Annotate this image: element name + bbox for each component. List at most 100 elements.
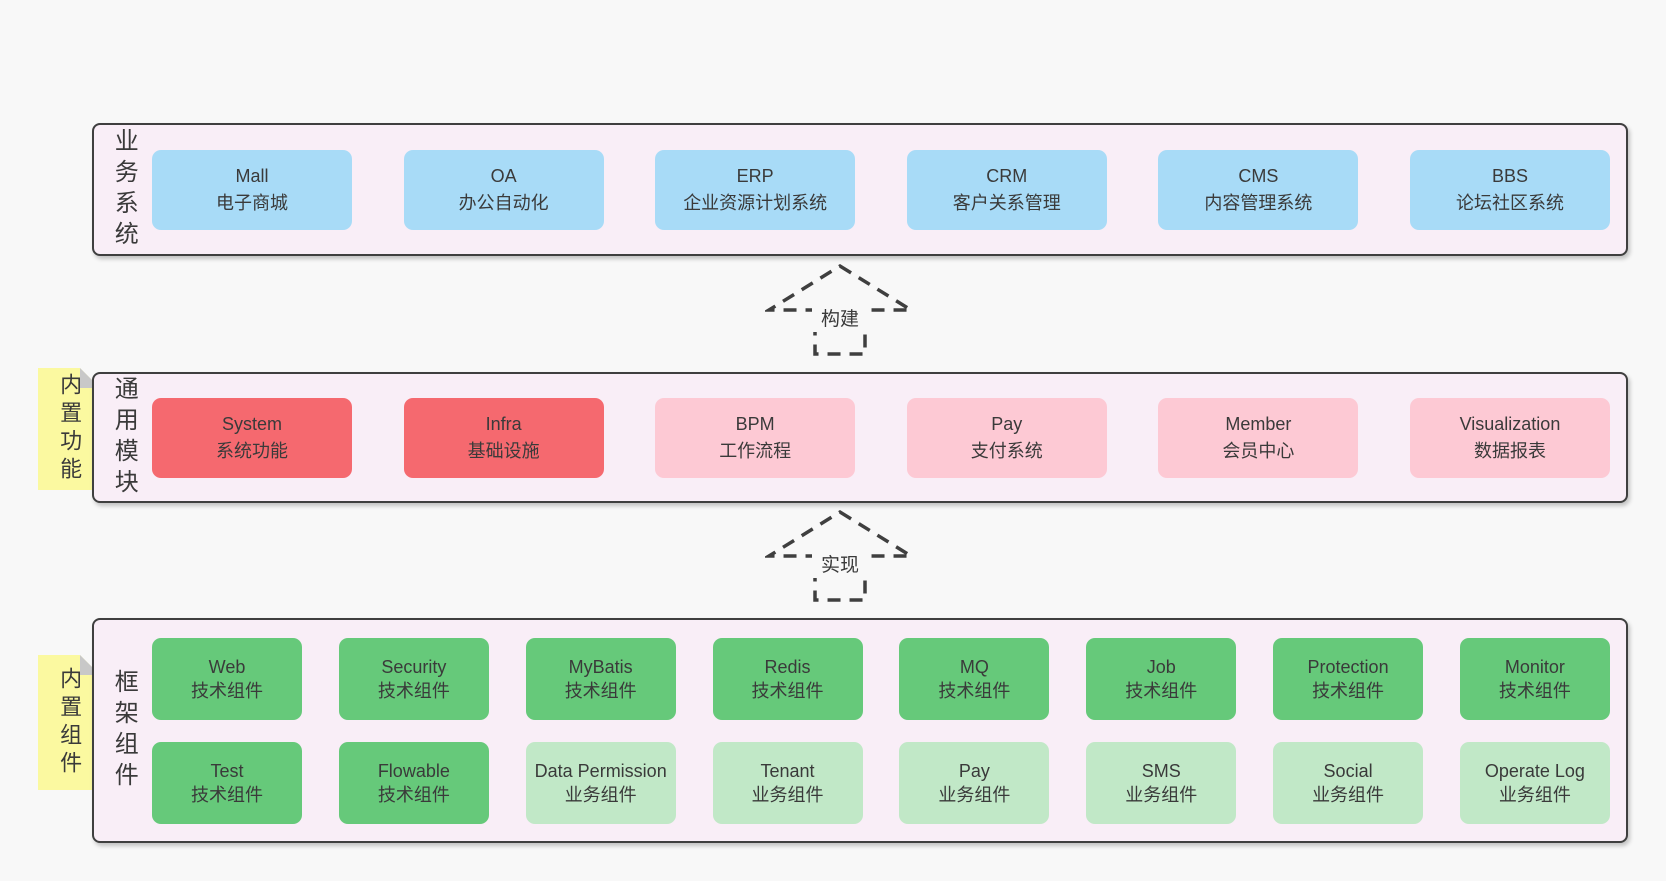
dashed-up-arrow-icon: 构建: [765, 263, 915, 356]
box-bbs: BBS 论坛社区系统: [1409, 149, 1610, 230]
box-oa: OA 办公自动化: [403, 149, 604, 230]
box-subtitle: 技术组件: [1312, 680, 1385, 701]
box-operate-log: Operate Log 业务组件: [1459, 741, 1610, 824]
arrow-label: 构建: [821, 308, 859, 330]
box-subtitle: 支付系统: [970, 440, 1043, 461]
box-subtitle: 业务组件: [1125, 784, 1198, 805]
box-subtitle: 业务组件: [1498, 784, 1571, 805]
box-subtitle: 业务组件: [938, 784, 1011, 805]
arrow-build: 构建: [765, 262, 915, 358]
box-subtitle: 技术组件: [564, 680, 637, 701]
box-row: System 系统功能 Infra 基础设施 BPM 工作流程 Pay 支付系统 Member 会…: [152, 374, 1626, 501]
box-title: Mall: [235, 165, 269, 186]
box-member: Member 会员中心: [1158, 397, 1359, 478]
box-subtitle: 技术组件: [377, 784, 450, 805]
box-title: Pay: [958, 760, 990, 781]
box-bpm: BPM 工作流程: [655, 397, 856, 478]
sticky-note-label: 内置组件: [57, 666, 83, 779]
box-title: CMS: [1238, 165, 1279, 186]
box-title: Pay: [991, 413, 1023, 434]
box-title: MQ: [959, 656, 989, 677]
box-title: System: [221, 413, 282, 434]
box-title: ERP: [736, 165, 774, 186]
box-subtitle: 技术组件: [191, 784, 263, 805]
box-title: MyBatis: [568, 656, 633, 677]
box-title: Monitor: [1504, 656, 1565, 677]
box-visualization: Visualization 数据报表: [1409, 397, 1610, 478]
box-test: Test 技术组件: [152, 741, 302, 824]
box-title: SMS: [1141, 760, 1181, 781]
box-title: CRM: [986, 165, 1028, 186]
box-title: Protection: [1307, 656, 1389, 677]
box-pay: Pay 业务组件: [899, 741, 1050, 824]
box-web: Web 技术组件: [152, 637, 302, 720]
box-subtitle: 技术组件: [1125, 680, 1198, 701]
layer-side-label: 业务系统: [94, 125, 152, 254]
box-title: Infra: [485, 413, 522, 434]
box-title: BBS: [1491, 165, 1528, 186]
layer-side-label: 框架组件: [94, 620, 152, 841]
box-redis: Redis 技术组件: [712, 637, 863, 720]
box-subtitle: 企业资源计划系统: [683, 192, 828, 213]
box-pay: Pay 支付系统: [906, 397, 1107, 478]
sticky-note-builtin-components: 内置组件: [38, 655, 100, 790]
box-title: Member: [1225, 413, 1292, 434]
sticky-note-builtin-features: 内置功能: [38, 368, 100, 490]
box-monitor: Monitor 技术组件: [1459, 637, 1610, 720]
box-subtitle: 业务组件: [1312, 784, 1385, 805]
box-subtitle: 数据报表: [1473, 440, 1546, 461]
box-title: Redis: [764, 656, 811, 677]
layer-common-modules: 通用模块 System 系统功能 Infra 基础设施 BPM 工作流程 Pay 支付系统 Me…: [92, 372, 1628, 503]
box-tenant: Tenant 业务组件: [712, 741, 863, 824]
box-mq: MQ 技术组件: [899, 637, 1050, 720]
box-subtitle: 系统功能: [216, 440, 288, 461]
box-subtitle: 技术组件: [938, 680, 1011, 701]
layer-label-text: 业务系统: [110, 127, 138, 252]
box-title: Job: [1146, 656, 1176, 677]
box-security: Security 技术组件: [338, 637, 489, 720]
box-title: Operate Log: [1484, 760, 1585, 781]
box-flowable: Flowable 技术组件: [338, 741, 489, 824]
box-subtitle: 会员中心: [1222, 440, 1295, 461]
box-title: BPM: [735, 413, 775, 434]
box-title: Web: [208, 656, 246, 677]
box-subtitle: 技术组件: [1498, 680, 1571, 701]
box-title: Test: [210, 760, 244, 781]
box-subtitle: 业务组件: [751, 784, 824, 805]
box-sms: SMS 业务组件: [1086, 741, 1237, 824]
box-subtitle: 工作流程: [719, 440, 792, 461]
box-crm: CRM 客户关系管理: [906, 149, 1107, 230]
box-title: Flowable: [377, 760, 450, 781]
box-subtitle: 业务组件: [564, 784, 637, 805]
box-subtitle: 客户关系管理: [952, 192, 1061, 213]
box-subtitle: 内容管理系统: [1204, 192, 1313, 213]
box-subtitle: 技术组件: [377, 680, 450, 701]
box-subtitle: 办公自动化: [458, 192, 549, 213]
layer-label-text: 通用模块: [110, 375, 138, 500]
box-subtitle: 基础设施: [467, 440, 540, 461]
layer-label-text: 框架组件: [110, 668, 138, 793]
box-mybatis: MyBatis 技术组件: [525, 637, 676, 720]
box-title: Security: [381, 656, 447, 677]
box-subtitle: 技术组件: [751, 680, 824, 701]
dashed-up-arrow-icon: 实现: [765, 509, 915, 602]
box-subtitle: 论坛社区系统: [1455, 192, 1564, 213]
box-title: Tenant: [760, 760, 815, 781]
box-job: Job 技术组件: [1086, 637, 1237, 720]
box-subtitle: 技术组件: [191, 680, 263, 701]
box-title: Visualization: [1459, 413, 1561, 434]
arrow-label: 实现: [821, 554, 859, 576]
box-infra: Infra 基础设施: [403, 397, 604, 478]
arrow-implement: 实现: [765, 508, 915, 604]
box-title: OA: [490, 165, 517, 186]
